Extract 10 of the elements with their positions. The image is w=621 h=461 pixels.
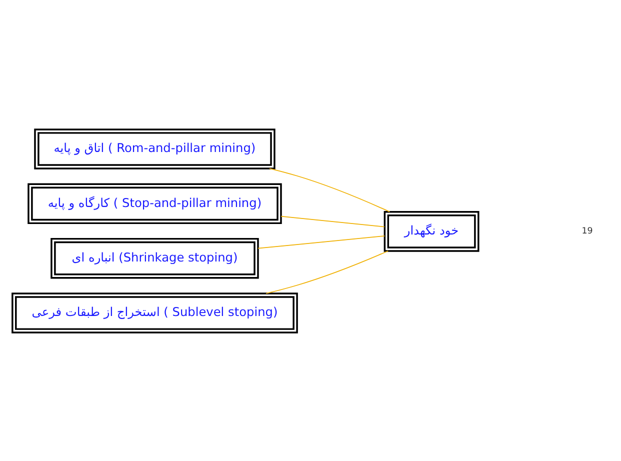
node-box: خود نگهدار <box>384 210 480 252</box>
connector <box>258 235 386 248</box>
node-box: کارگاه و پایه ( Stop-and-pillar mining) <box>28 182 282 224</box>
connector <box>269 168 390 212</box>
node-box: استخراج از طبقات فرعی ( Sublevel stoping) <box>12 292 298 333</box>
label: 19 <box>582 226 593 236</box>
node-box: اتاق و پایه ( Rom-and-pillar mining) <box>34 128 276 169</box>
connector <box>266 250 389 294</box>
connector <box>280 215 385 227</box>
node-box: انباره ای (Shrinkage stoping) <box>50 237 259 278</box>
